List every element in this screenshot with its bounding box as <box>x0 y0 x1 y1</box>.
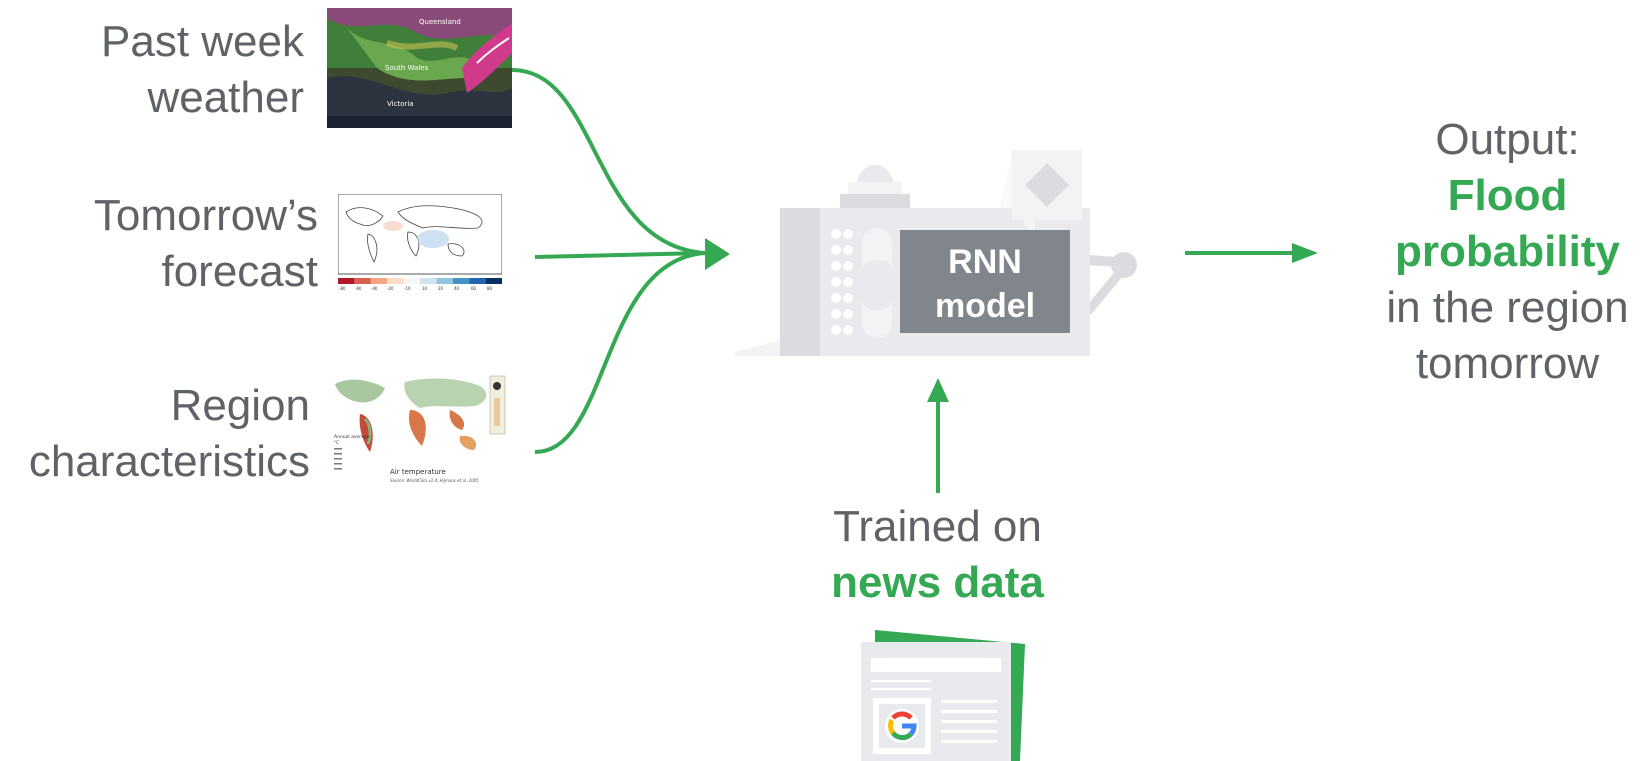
input-label-line: Past week <box>101 17 304 66</box>
scale-tick-label: -40 <box>371 286 378 291</box>
input-label-line: characteristics <box>28 437 310 486</box>
arrowhead-training <box>927 378 949 402</box>
map-title: Air temperature <box>390 468 446 476</box>
output-label-highlight: Flood <box>1447 171 1568 220</box>
input-label-line: forecast <box>161 247 318 296</box>
scale-tick-label: 20 <box>438 286 444 291</box>
model-label-line: model <box>934 287 1036 325</box>
training-label-highlight: news data <box>831 558 1044 607</box>
scale-tick-label: -10 <box>404 286 411 291</box>
forecast-color-scale <box>338 278 502 284</box>
arrow-from-region <box>534 251 706 454</box>
forecast-map-image: -80 -60 -40 -20 -10 10 20 40 60 80 <box>338 194 502 292</box>
input-label-region: Region characteristics <box>0 378 310 490</box>
scale-tick-label: 60 <box>471 286 477 291</box>
weather-radar-image: Queensland South Wales Victoria <box>327 8 512 128</box>
scale-tick-label: -20 <box>387 286 394 291</box>
legend-unit: °C <box>334 440 339 445</box>
legend-title: Annual average <box>334 434 370 440</box>
input-label-forecast: Tomorrow’s forecast <box>30 188 318 300</box>
scale-tick-label: 40 <box>454 286 460 291</box>
arrowhead-input <box>705 238 730 270</box>
news-document-icon <box>855 622 1035 761</box>
model-label: RNN model <box>900 240 1070 328</box>
air-temperature-map-image: Annual average °C Air temperature Source… <box>330 374 507 486</box>
model-label-line: RNN <box>948 243 1022 281</box>
output-label-line: in the region <box>1386 283 1629 332</box>
scale-tick-label: 10 <box>422 286 428 291</box>
map-source: Source: WorldClim v1.4; Hijmans et al. 2… <box>390 478 479 483</box>
scale-tick-label: -80 <box>339 286 346 291</box>
output-label-line: tomorrow <box>1415 339 1600 388</box>
arrow-from-forecast <box>534 251 706 259</box>
training-label-line: Trained on <box>833 502 1042 551</box>
output-label-line: Output: <box>1435 115 1580 164</box>
input-label-line: weather <box>147 73 304 122</box>
input-label-line: Tomorrow’s <box>93 191 318 240</box>
training-label: Trained on news data <box>780 499 1095 611</box>
input-label-past-weather: Past week weather <box>40 14 304 126</box>
output-label: Output: Flood probability in the region … <box>1365 112 1650 392</box>
scale-tick-label: -60 <box>355 286 362 291</box>
map-place-label: South Wales <box>385 64 429 72</box>
arrowhead-output <box>1292 243 1318 263</box>
map-place-label: Victoria <box>387 100 414 108</box>
arrow-from-weather <box>511 68 706 255</box>
input-label-line: Region <box>170 381 310 430</box>
scale-tick-label: 80 <box>487 286 493 291</box>
map-place-label: Queensland <box>419 18 461 26</box>
google-g-icon <box>885 709 919 743</box>
output-label-highlight: probability <box>1395 227 1620 276</box>
rnn-machine-illustration <box>735 150 1137 356</box>
